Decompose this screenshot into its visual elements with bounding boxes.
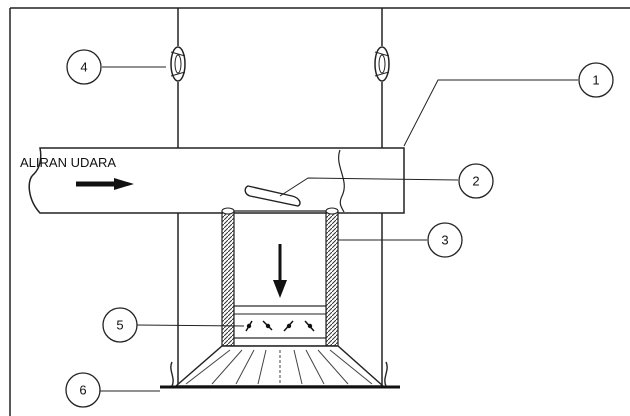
sampling-tube [221, 207, 339, 347]
leader-lines [100, 66, 578, 392]
callout-6: 6 [65, 372, 101, 408]
outer-frame [9, 7, 630, 416]
suspension-rods [177, 8, 383, 386]
scoop-plate [244, 185, 301, 207]
left-turnbuckle [170, 46, 186, 82]
callout-4: 4 [66, 49, 102, 85]
airflow-label: ALIRAN UDARA [20, 155, 116, 170]
callout-2: 2 [458, 163, 494, 199]
callout-2-number: 2 [472, 174, 479, 189]
callout-1-number: 1 [592, 73, 599, 88]
collection-cone [174, 345, 385, 387]
right-turnbuckle [374, 46, 390, 82]
base-tray [160, 361, 400, 389]
callout-1: 1 [578, 62, 614, 98]
callout-4-number: 4 [80, 60, 87, 75]
air-duct [28, 147, 405, 214]
callout-5: 5 [102, 307, 138, 343]
callout-6-number: 6 [79, 383, 86, 398]
callout-3-number: 3 [441, 233, 448, 248]
callout-5-number: 5 [116, 318, 123, 333]
down-arrow [273, 244, 287, 298]
airflow-arrow [76, 178, 134, 190]
callout-3: 3 [427, 222, 463, 258]
particle-markers [245, 320, 315, 332]
filter-zone [233, 305, 327, 339]
